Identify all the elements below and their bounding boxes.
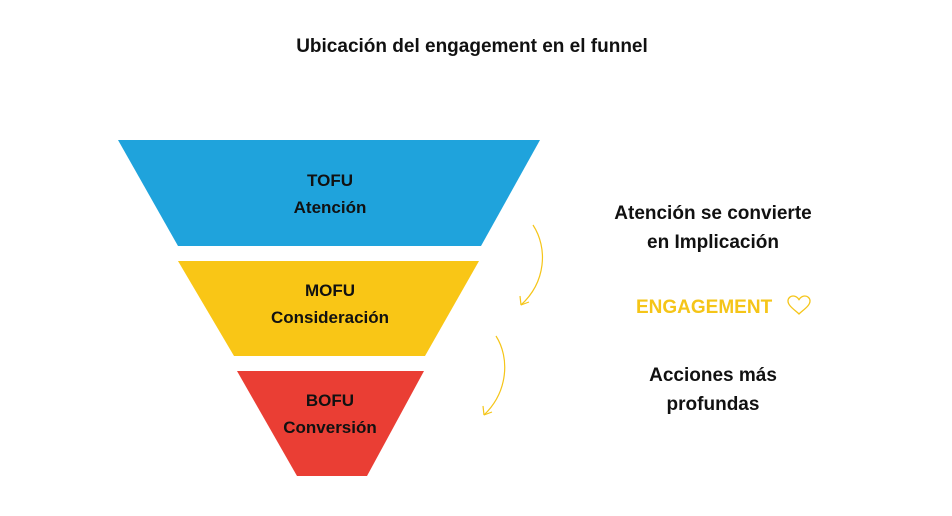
tofu-segment (118, 140, 540, 246)
deeper-actions-line1: Acciones más (649, 365, 777, 386)
deeper-actions-line2: profundas (666, 394, 760, 415)
stage-bofu-code: BOFU (305, 391, 355, 410)
mofu-segment (178, 261, 479, 356)
deeper-actions-text: Acciones más profundas (583, 361, 843, 419)
arrow-tofu-to-mofu (519, 224, 544, 306)
attention-to-involvement-text: Atención se convierte en Implicación (583, 199, 843, 257)
stage-bofu-name: Conversión (283, 418, 377, 437)
diagram-title: Ubicación del engagement en el funnel (296, 36, 648, 57)
attention-text-line1: Atención se convierte (614, 203, 812, 224)
stage-mofu-name: Consideración (270, 308, 390, 327)
heart-outline-icon (786, 294, 812, 322)
stage-tofu-label: TOFU Atención (230, 167, 430, 221)
engagement-text: ENGAGEMENT (636, 297, 773, 318)
arrow-mofu-to-bofu (482, 335, 506, 416)
engagement-label: ENGAGEMENT (636, 294, 812, 322)
stage-tofu-code: TOFU (307, 171, 353, 190)
stage-tofu-name: Atención (293, 198, 367, 217)
stage-mofu-code: MOFU (304, 281, 356, 300)
bofu-segment (237, 371, 424, 476)
stage-bofu-label: BOFU Conversión (230, 387, 430, 441)
stage-mofu-label: MOFU Consideración (230, 277, 430, 331)
attention-text-line2: en Implicación (647, 232, 779, 253)
